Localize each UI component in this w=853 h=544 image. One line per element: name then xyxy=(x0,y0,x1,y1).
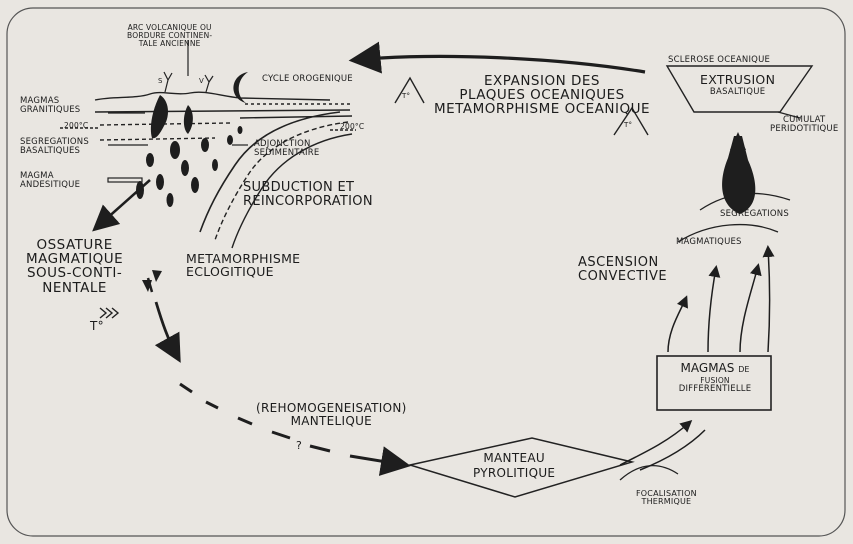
label-segregations: SEGREGATIONS xyxy=(720,209,789,219)
subduction-zone-sketch xyxy=(60,91,356,249)
label-metamorphisme-eclogitique: METAMORPHISME ECLOGITIQUE xyxy=(186,251,301,280)
temperature-chevrons-icon xyxy=(99,307,120,319)
volcanic-triangle-icon xyxy=(394,76,649,136)
label-question-mark: ? xyxy=(296,439,303,452)
cumulat-leader xyxy=(777,111,801,119)
label-sclerose-oceanique: SCLEROSE OCEANIQUE xyxy=(668,55,771,65)
focalisation-arc xyxy=(619,464,679,481)
label-temperature-expansion-a: T° xyxy=(402,92,411,100)
magmatic-bodies xyxy=(136,95,243,207)
label-adjonction-sedimentaire: ADJONCTION SEDIMENTAIRE xyxy=(254,139,320,158)
label-magmatiques: MAGMATIQUES xyxy=(676,237,742,247)
small-arrowhead xyxy=(142,280,152,292)
label-cycle-orogenique: CYCLE OROGENIQUE xyxy=(262,74,353,84)
volcano-sketch xyxy=(163,71,214,93)
label-magmas-granitiques: MAGMAS GRANITIQUES xyxy=(20,96,81,115)
label-magma-andesitique: MAGMA ANDESITIQUE xyxy=(20,171,81,190)
arrow-manteau-to-magmas xyxy=(619,419,693,466)
moon-crescent-icon xyxy=(233,72,248,103)
label-manteau-pyrolitique: MANTEAU PYROLITIQUE xyxy=(473,451,556,480)
label-temperature-expansion-b: T° xyxy=(624,121,633,129)
arrow-expansion-to-subduction xyxy=(348,41,646,74)
rising-plume xyxy=(722,136,756,214)
magmas-box xyxy=(656,355,772,411)
label-segregations-basaltiques: SEGREGATIONS BASALTIQUES xyxy=(20,137,89,156)
rising-arrows xyxy=(667,245,775,353)
diagram-frame xyxy=(6,7,846,537)
label-ossature: OSSATURE MAGMATIQUE SOUS-CONTI- NENTALE xyxy=(26,237,124,296)
label-magmas-fusion: MAGMAS DE FUSION DIFFERENTIELLE xyxy=(678,361,752,395)
label-cumulat-peridotitique: CUMULAT PERIDOTITIQUE xyxy=(770,115,839,134)
label-subduction: SUBDUCTION ET REINCORPORATION xyxy=(243,180,373,209)
arrow-andesitic-descent xyxy=(92,179,151,232)
label-isotherm-right: 200°C xyxy=(340,122,365,131)
arrow-descent-dashed xyxy=(146,277,411,476)
label-ascension-convective: ASCENSION CONVECTIVE xyxy=(578,255,668,284)
small-arrowhead xyxy=(152,270,162,282)
label-isotherm-left: 200°C xyxy=(64,121,89,130)
label-volcano-a: S xyxy=(158,77,163,85)
label-rehomogeneisation: (REHOMOGENEISATION) MANTELIQUE xyxy=(256,401,407,428)
label-volcano-b: V xyxy=(199,77,204,85)
plume-arrowhead xyxy=(730,132,746,150)
manteau-diamond-box xyxy=(407,437,635,498)
arrow-manteau-to-magmas-2 xyxy=(639,429,706,471)
label-extrusion-basaltique: EXTRUSION BASALTIQUE xyxy=(700,72,776,98)
label-arc-volcanique: ARC VOLCANIQUE OU BORDURE CONTINEN- TALE… xyxy=(127,23,213,48)
label-expansion: EXPANSION DES PLAQUES OCEANIQUES METAMOR… xyxy=(434,73,651,118)
label-leaders xyxy=(107,40,248,183)
label-focalisation-thermique: FOCALISATION THERMIQUE xyxy=(636,489,697,507)
label-temperature-left: T° xyxy=(90,319,104,333)
